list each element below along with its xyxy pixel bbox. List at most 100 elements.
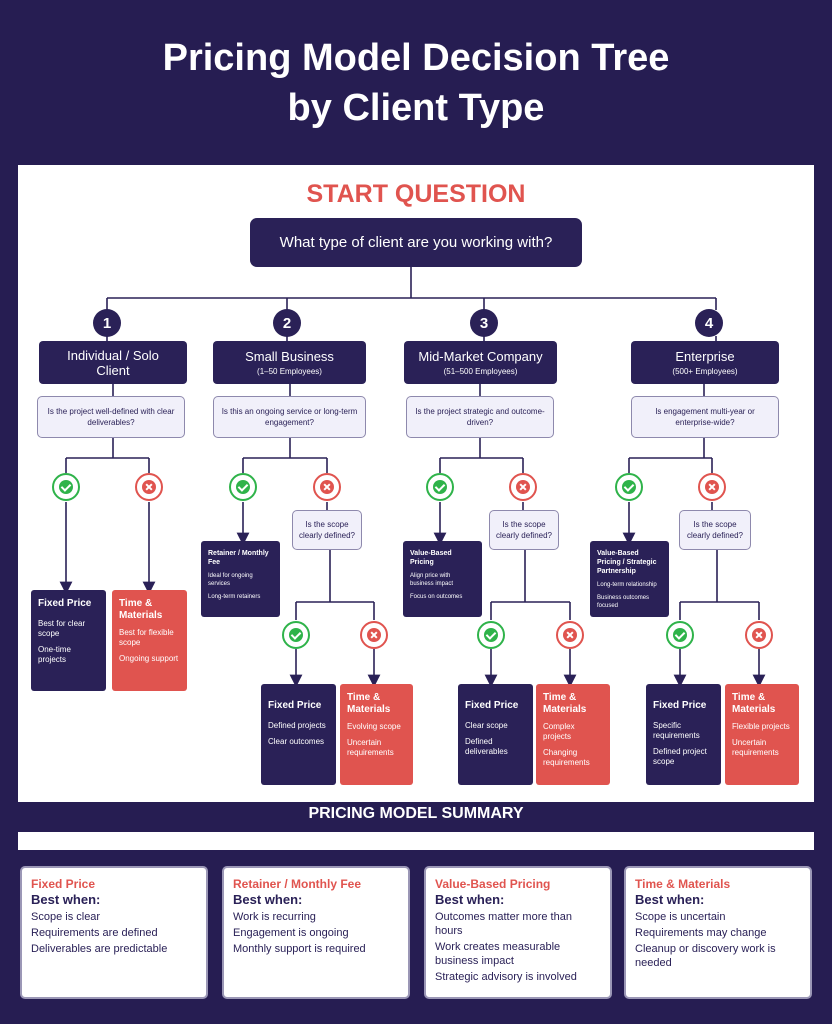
card-point: Work creates measurable business impact	[435, 941, 561, 967]
result-title: Time & Materials	[732, 692, 776, 715]
result-retainer: Retainer / Monthly Fee Ideal for ongoing…	[201, 541, 280, 617]
check-icon	[477, 621, 505, 649]
question-box: Is the project strategic and outcome-dri…	[406, 396, 554, 438]
result-title: Fixed Price	[38, 598, 92, 609]
x-icon	[745, 621, 773, 649]
check-icon	[426, 473, 454, 501]
result-title: Retainer / Monthly Fee	[208, 550, 269, 566]
x-icon	[360, 621, 388, 649]
result-line: Focus on outcomes	[410, 594, 463, 600]
result-fixed-price: Fixed Price Specific requirements Define…	[646, 684, 721, 785]
card-title: Time & Materials	[635, 877, 731, 891]
check-icon	[229, 473, 257, 501]
x-icon	[135, 473, 163, 501]
sub-question-box: Is the scope clearly defined?	[292, 510, 362, 550]
card-best-when: Best when:	[435, 892, 505, 907]
summary-card-retainer: Retainer / Monthly Fee Best when: Work i…	[222, 866, 410, 999]
x-icon	[556, 621, 584, 649]
result-title: Fixed Price	[268, 700, 322, 711]
x-icon	[313, 473, 341, 501]
result-title: Time & Materials	[119, 598, 163, 621]
result-fixed-price: Fixed Price Defined projects Clear outco…	[261, 684, 336, 785]
result-title: Time & Materials	[543, 692, 587, 715]
result-line: Flexible projects	[732, 722, 790, 731]
check-icon	[615, 473, 643, 501]
page-title-line-2: by Client Type	[287, 87, 545, 129]
result-line: Uncertain requirements	[732, 738, 779, 757]
result-title: Fixed Price	[465, 700, 519, 711]
result-line: Evolving scope	[347, 722, 401, 731]
result-line: Long-term retainers	[208, 594, 261, 600]
result-line: Defined projects	[268, 721, 326, 730]
x-icon	[698, 473, 726, 501]
summary-card-time-materials: Time & Materials Best when: Scope is unc…	[624, 866, 812, 999]
card-point: Strategic advisory is involved	[435, 971, 577, 983]
card-point: Scope is uncertain	[635, 911, 726, 923]
client-type-size: (1–50 Employees)	[257, 367, 322, 376]
card-point: Engagement is ongoing	[233, 927, 349, 939]
card-point: Work is recurring	[233, 911, 316, 923]
card-point: Cleanup or discovery work is needed	[635, 943, 776, 969]
result-line: Clear scope	[465, 721, 508, 730]
result-line: Best for clear scope	[38, 619, 86, 638]
client-type-enterprise: Enterprise (500+ Employees)	[631, 341, 779, 384]
card-best-when: Best when:	[233, 892, 303, 907]
client-type-small-business: Small Business (1–50 Employees)	[213, 341, 366, 384]
card-best-when: Best when:	[635, 892, 705, 907]
result-line: Defined project scope	[653, 747, 707, 766]
result-line: One-time projects	[38, 645, 71, 664]
card-point: Scope is clear	[31, 911, 101, 923]
summary-card-value-based: Value-Based Pricing Best when: Outcomes …	[424, 866, 612, 999]
card-point: Monthly support is required	[233, 943, 366, 955]
summary-heading: PRICING MODEL SUMMARY	[308, 805, 524, 822]
result-line: Long-term relationship	[597, 582, 657, 588]
check-icon	[666, 621, 694, 649]
branch-number-4: 4	[695, 309, 723, 337]
branch-number-2: 2	[273, 309, 301, 337]
check-icon	[52, 473, 80, 501]
result-value-based-partnership: Value-Based Pricing / Strategic Partners…	[590, 541, 669, 617]
result-line: Ongoing support	[119, 654, 179, 663]
result-line: Align price with business impact	[410, 573, 454, 587]
result-value-based: Value-Based Pricing Align price with bus…	[403, 541, 482, 617]
result-line: Ideal for ongoing services	[208, 573, 253, 587]
result-line: Clear outcomes	[268, 737, 325, 746]
sub-question-box: Is the scope clearly defined?	[489, 510, 559, 550]
card-title: Retainer / Monthly Fee	[233, 877, 362, 891]
question-box: Is this an ongoing service or long-term …	[213, 396, 366, 438]
result-time-materials: Time & Materials Complex projects Changi…	[536, 684, 610, 785]
result-line: Complex projects	[543, 722, 575, 741]
sub-question-box: Is the scope clearly defined?	[679, 510, 751, 550]
card-title: Value-Based Pricing	[435, 877, 551, 891]
start-question-label: START QUESTION	[306, 180, 526, 208]
client-type-name: Small Business	[245, 349, 334, 364]
client-type-individual: Individual / Solo Client	[39, 341, 187, 384]
result-fixed-price: Fixed Price Best for clear scope One-tim…	[31, 590, 106, 691]
result-title: Time & Materials	[347, 692, 391, 715]
branch-number-1: 1	[93, 309, 121, 337]
result-title: Value-Based Pricing / Strategic Partners…	[597, 550, 657, 575]
client-type-size: (500+ Employees)	[672, 367, 738, 376]
result-time-materials: Time & Materials Evolving scope Uncertai…	[340, 684, 413, 785]
result-line: Defined deliverables	[465, 737, 508, 756]
card-point: Requirements may change	[635, 927, 767, 939]
result-title: Value-Based Pricing	[410, 550, 452, 566]
result-title: Fixed Price	[653, 700, 707, 711]
question-box: Is engagement multi-year or enterprise-w…	[631, 396, 779, 438]
result-time-materials: Time & Materials Flexible projects Uncer…	[725, 684, 799, 785]
client-type-size: (51–500 Employees)	[443, 367, 518, 376]
result-line: Business outcomes focused	[597, 595, 650, 609]
card-title: Fixed Price	[31, 877, 96, 891]
x-icon	[509, 473, 537, 501]
card-point: Deliverables are predictable	[31, 943, 168, 955]
summary-card-fixed-price: Fixed Price Best when: Scope is clear Re…	[20, 866, 208, 999]
client-type-mid-market: Mid-Market Company (51–500 Employees)	[404, 341, 557, 384]
result-line: Changing requirements	[543, 748, 590, 767]
branch-number-3: 3	[470, 309, 498, 337]
card-point: Requirements are defined	[31, 927, 158, 939]
client-type-name: Mid-Market Company	[418, 349, 543, 364]
result-fixed-price: Fixed Price Clear scope Defined delivera…	[458, 684, 533, 785]
result-line: Specific requirements	[653, 721, 700, 740]
card-point: Outcomes matter more than hours	[435, 911, 572, 937]
